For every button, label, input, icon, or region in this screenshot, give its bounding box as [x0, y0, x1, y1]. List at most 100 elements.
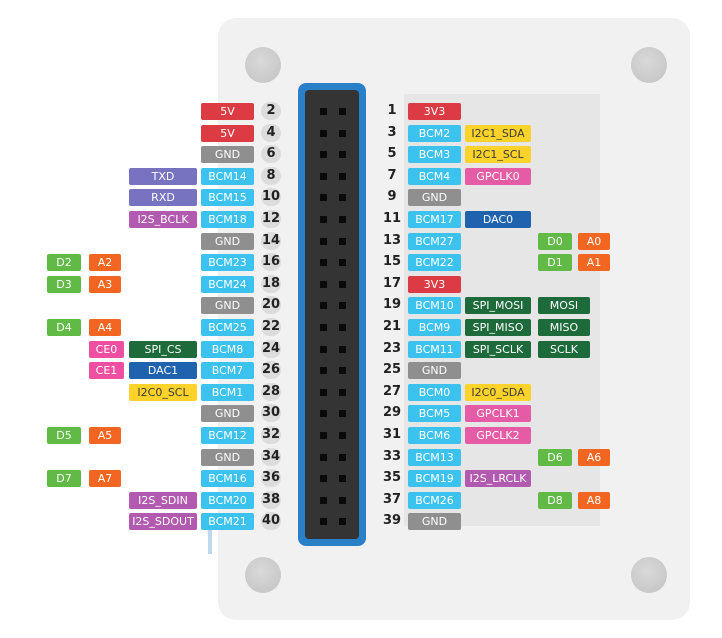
pin-label-29: BCM5: [408, 405, 461, 423]
pin-function-40: I2S_SDOUT: [129, 513, 197, 531]
pin-number-1: 1: [387, 103, 397, 118]
pin-digital-37: D8: [538, 491, 572, 509]
header-pin-4: [320, 129, 327, 137]
pin-label-6: GND: [201, 146, 254, 164]
pin-number-35: 35: [382, 470, 402, 486]
pin-function-35: I2S_LRCLK: [465, 470, 531, 488]
pin-digital-16: D2: [47, 254, 81, 272]
pin-number-27: 27: [382, 383, 402, 399]
pin-number-25: 25: [382, 362, 402, 378]
header-pin-23: [339, 345, 346, 353]
pin-function-26: DAC1: [129, 362, 197, 380]
pin-label-28: BCM1: [201, 383, 254, 401]
pin-label-34: GND: [201, 448, 254, 466]
header-pin-27: [339, 388, 346, 396]
mounting-hole-top-left: [245, 47, 281, 83]
pin-number-38: 38: [261, 490, 281, 509]
pin-label-23: BCM11: [408, 340, 461, 358]
header-pin-38: [320, 496, 327, 504]
header-pin-18: [320, 280, 327, 288]
pin-label-11: BCM17: [408, 211, 461, 228]
header-pin-20: [320, 302, 327, 310]
pin-label-27: BCM0: [408, 383, 461, 401]
header-pin-3: [339, 129, 346, 137]
pin-number-17: 17: [382, 275, 402, 291]
pin-label-17: 3V3: [408, 275, 461, 293]
pin-label-22: BCM25: [201, 319, 254, 336]
pin-label-15: BCM22: [408, 254, 461, 272]
pin-number-3: 3: [387, 124, 397, 140]
pin-label-38: BCM20: [201, 491, 254, 509]
pin-digital-36: D7: [47, 470, 81, 488]
pin-function-8: TXD: [129, 167, 197, 185]
mounting-hole-bottom-right: [631, 557, 667, 593]
header-pin-35: [339, 475, 346, 483]
pin-label-32: BCM12: [201, 427, 254, 444]
header-pin-26: [320, 367, 327, 375]
pin-analog-13: A0: [578, 232, 610, 250]
pin-number-19: 19: [382, 297, 402, 313]
pin-function2-19: MOSI: [538, 297, 590, 315]
pin-label-25: GND: [408, 362, 461, 380]
header-pin-25: [339, 367, 346, 375]
pin-number-32: 32: [261, 426, 281, 444]
pin-label-9: GND: [408, 189, 461, 207]
pin-number-10: 10: [261, 188, 281, 207]
pin-function2-24: CE0: [89, 340, 124, 358]
header-pin-15: [339, 259, 346, 267]
pin-number-37: 37: [382, 491, 402, 507]
pin-function-23: SPI_SCLK: [465, 340, 531, 358]
pin-function2-23: SCLK: [538, 340, 590, 358]
pin-analog-18: A3: [89, 275, 121, 293]
header-pin-6: [320, 151, 327, 159]
pin-label-4: 5V: [201, 124, 254, 142]
pin-number-39: 39: [382, 513, 402, 529]
pin-function-38: I2S_SDIN: [129, 491, 197, 509]
header-pin-33: [339, 453, 346, 461]
pin-digital-13: D0: [538, 232, 572, 250]
header-pin-24: [320, 345, 327, 353]
header-pin-40: [320, 518, 327, 526]
pin-label-18: BCM24: [201, 275, 254, 293]
pin-number-29: 29: [382, 405, 402, 421]
header-pin-28: [320, 388, 327, 396]
pin-digital-18: D3: [47, 275, 81, 293]
pin-label-20: GND: [201, 297, 254, 315]
pin-number-5: 5: [387, 146, 397, 162]
header-pin-21: [339, 324, 346, 331]
pin-label-33: BCM13: [408, 448, 461, 466]
pin-label-21: BCM9: [408, 319, 461, 336]
pin-number-18: 18: [261, 274, 281, 293]
pin-number-22: 22: [261, 318, 281, 336]
header-pin-29: [339, 410, 346, 418]
pin-number-36: 36: [261, 469, 281, 488]
header-pin-9: [339, 194, 346, 202]
pin-number-26: 26: [261, 361, 281, 380]
pin-number-6: 6: [261, 145, 281, 164]
pin-label-13: BCM27: [408, 232, 461, 250]
pin-analog-22: A4: [89, 319, 121, 336]
pin-number-16: 16: [261, 253, 281, 272]
pin-number-33: 33: [382, 448, 402, 464]
pin-label-14: GND: [201, 232, 254, 250]
header-pin-17: [339, 280, 346, 288]
pin-label-8: BCM14: [201, 167, 254, 185]
pin-analog-16: A2: [89, 254, 121, 272]
header-pin-7: [339, 172, 346, 180]
pin-function-29: GPCLK1: [465, 405, 531, 423]
pin-number-14: 14: [261, 231, 281, 250]
header-pin-1: [339, 108, 346, 115]
pin-label-36: BCM16: [201, 470, 254, 488]
pin-label-40: BCM21: [201, 513, 254, 531]
pin-digital-32: D5: [47, 427, 81, 444]
pin-number-23: 23: [382, 340, 402, 356]
pin-function-12: I2S_BCLK: [129, 211, 197, 228]
pin-function2-21: MISO: [538, 319, 590, 336]
header-pin-13: [339, 237, 346, 245]
pin-number-12: 12: [261, 210, 281, 228]
header-pin-30: [320, 410, 327, 418]
pin-label-16: BCM23: [201, 254, 254, 272]
pin-digital-15: D1: [538, 254, 572, 272]
pin-label-1: 3V3: [408, 103, 461, 120]
